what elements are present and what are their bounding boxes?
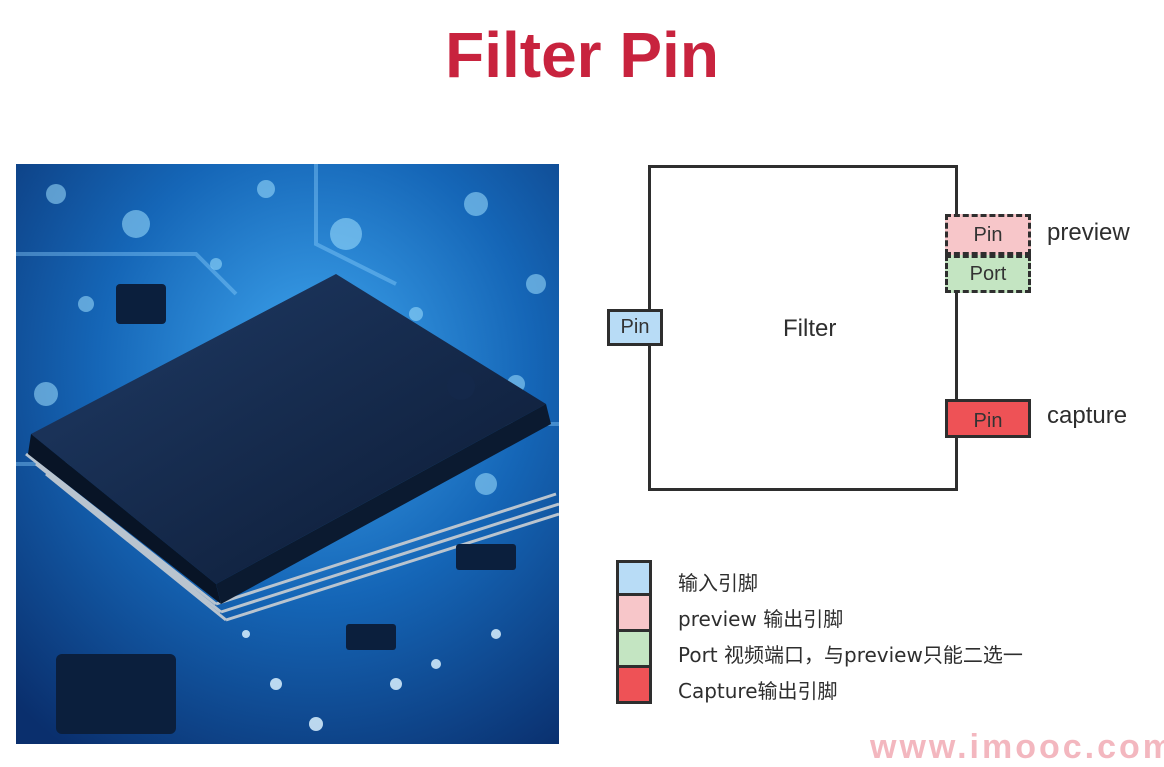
preview-port: Port: [945, 255, 1031, 293]
legend-text: preview 输出引脚: [678, 607, 844, 631]
legend: 输入引脚 preview 输出引脚 Port 视频端口，与preview只能二选…: [616, 560, 1136, 704]
legend-text: Capture输出引脚: [678, 679, 838, 703]
legend-text: 输入引脚: [678, 571, 758, 595]
legend-item-capture: Capture输出引脚: [616, 668, 1136, 704]
legend-item-input: 输入引脚: [616, 560, 1136, 596]
capture-pin: Pin: [945, 399, 1031, 438]
preview-label: preview: [1047, 219, 1130, 246]
filter-diagram: Filter Pin Pin Port Pin preview capture: [600, 150, 1164, 510]
capture-label: capture: [1047, 402, 1128, 429]
legend-item-preview: preview 输出引脚: [616, 596, 1136, 632]
legend-swatch: [616, 596, 652, 632]
page-title: Filter Pin: [445, 19, 719, 91]
input-pin: Pin: [607, 309, 663, 346]
legend-text: Port 视频端口，与preview只能二选一: [678, 643, 1023, 667]
watermark: www.imooc.com: [870, 728, 1164, 766]
legend-swatch: [616, 668, 652, 704]
legend-swatch: [616, 632, 652, 668]
legend-item-port: Port 视频端口，与preview只能二选一: [616, 632, 1136, 668]
preview-pin: Pin: [945, 214, 1031, 255]
filter-label: Filter: [783, 315, 837, 342]
circuit-board-photo: [16, 164, 559, 744]
legend-swatch: [616, 560, 652, 596]
